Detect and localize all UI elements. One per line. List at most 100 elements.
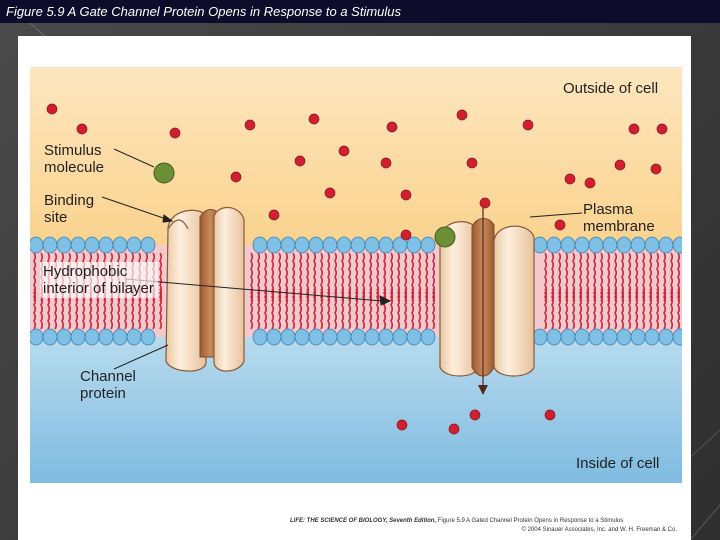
phospholipid-head — [644, 236, 660, 254]
lipid-tail — [593, 288, 597, 330]
ion — [469, 409, 481, 421]
lipid-tail — [607, 288, 611, 330]
lipid-tail — [313, 252, 317, 302]
phospholipid-head — [140, 328, 156, 346]
label-stimulus-molecule: Stimulus molecule — [44, 142, 105, 176]
lipid-tail — [348, 288, 352, 330]
phospholipid-head — [70, 236, 86, 254]
phospholipid-head — [322, 328, 338, 346]
lipid-tail — [159, 252, 163, 302]
phospholipid-head — [308, 328, 324, 346]
lipid-tail — [264, 252, 268, 302]
phospholipid-head — [658, 236, 674, 254]
lipid-tail — [558, 252, 562, 302]
lipid-tail — [607, 252, 611, 302]
lipid-tail — [250, 252, 254, 302]
ion — [46, 103, 58, 115]
phospholipid-head — [294, 328, 310, 346]
phospholipid-heads — [30, 236, 682, 346]
phospholipid-head — [266, 236, 282, 254]
lipid-tail — [341, 252, 345, 302]
phospholipid-head — [574, 236, 590, 254]
phospholipid-head — [406, 328, 422, 346]
label-outside-cell: Outside of cell — [563, 80, 659, 97]
ion — [308, 113, 320, 125]
ion — [400, 229, 412, 241]
phospholipid-head — [84, 236, 100, 254]
phospholipid-head — [126, 236, 142, 254]
lipid-tail — [411, 288, 415, 330]
lipid-tail — [642, 252, 646, 302]
phospholipid-head — [378, 328, 394, 346]
phospholipid-head — [280, 236, 296, 254]
lipid-tail — [635, 252, 639, 302]
lipid-tail — [635, 288, 639, 330]
lipid-tail — [614, 252, 618, 302]
phospholipid-head — [112, 328, 128, 346]
phospholipid-head — [364, 236, 380, 254]
ion — [466, 157, 478, 169]
lipid-tail — [677, 252, 681, 302]
membrane-diagram — [30, 67, 682, 483]
ion — [386, 121, 398, 133]
phospholipid-head — [336, 236, 352, 254]
ion — [522, 119, 534, 131]
phospholipid-head — [364, 328, 380, 346]
ion — [268, 209, 280, 221]
lipid-tail — [663, 288, 667, 330]
ion — [544, 409, 556, 421]
phospholipid-head — [672, 236, 682, 254]
lipid-tail — [565, 288, 569, 330]
phospholipid-head — [350, 328, 366, 346]
ion — [169, 127, 181, 139]
lipid-tail — [355, 288, 359, 330]
lipid-tail — [397, 252, 401, 302]
phospholipid-head — [42, 236, 58, 254]
lipid-tail — [334, 288, 338, 330]
lipid-tail — [656, 252, 660, 302]
phospholipid-head — [336, 328, 352, 346]
phospholipid-head — [84, 328, 100, 346]
lipid-tail — [278, 252, 282, 302]
lipid-tail — [159, 288, 163, 330]
lipid-tail — [614, 288, 618, 330]
lipid-tail — [621, 288, 625, 330]
lipid-tail — [348, 252, 352, 302]
ion — [614, 159, 626, 171]
lipid-tail — [397, 288, 401, 330]
label-hydrophobic-interior: Hydrophobic interior of bilayer — [40, 262, 158, 298]
lipid-tail — [33, 252, 37, 302]
ion — [396, 419, 408, 431]
lipid-tail — [432, 252, 436, 302]
leader-lines — [101, 148, 583, 370]
lipid-tail — [425, 252, 429, 302]
stimulus-molecule-bound — [434, 226, 456, 248]
phospholipid-head — [126, 328, 142, 346]
lipid-tail — [383, 288, 387, 330]
ion — [338, 145, 350, 157]
ion — [448, 423, 460, 435]
phospholipid-head — [280, 328, 296, 346]
lipid-tail — [362, 288, 366, 330]
phospholipid-head — [546, 328, 562, 346]
phospholipid-head — [588, 328, 604, 346]
figure-caption: LIFE: THE SCIENCE OF BIOLOGY, Seventh Ed… — [290, 517, 685, 535]
lipid-tail — [551, 252, 555, 302]
lipid-tail — [586, 288, 590, 330]
lipid-tail — [369, 252, 373, 302]
ion — [628, 123, 640, 135]
lipid-tail — [418, 252, 422, 302]
ion — [230, 171, 242, 183]
phospholipid-head — [532, 328, 548, 346]
phospholipid-head — [98, 236, 114, 254]
lipid-tail — [306, 288, 310, 330]
lipid-tail — [565, 252, 569, 302]
lipid-tail — [355, 252, 359, 302]
lipid-tail — [264, 288, 268, 330]
phospholipid-head — [630, 328, 646, 346]
lipid-tail — [418, 288, 422, 330]
lipid-tail — [327, 252, 331, 302]
lipid-tail — [425, 288, 429, 330]
lipid-tail — [579, 252, 583, 302]
ion — [294, 155, 306, 167]
